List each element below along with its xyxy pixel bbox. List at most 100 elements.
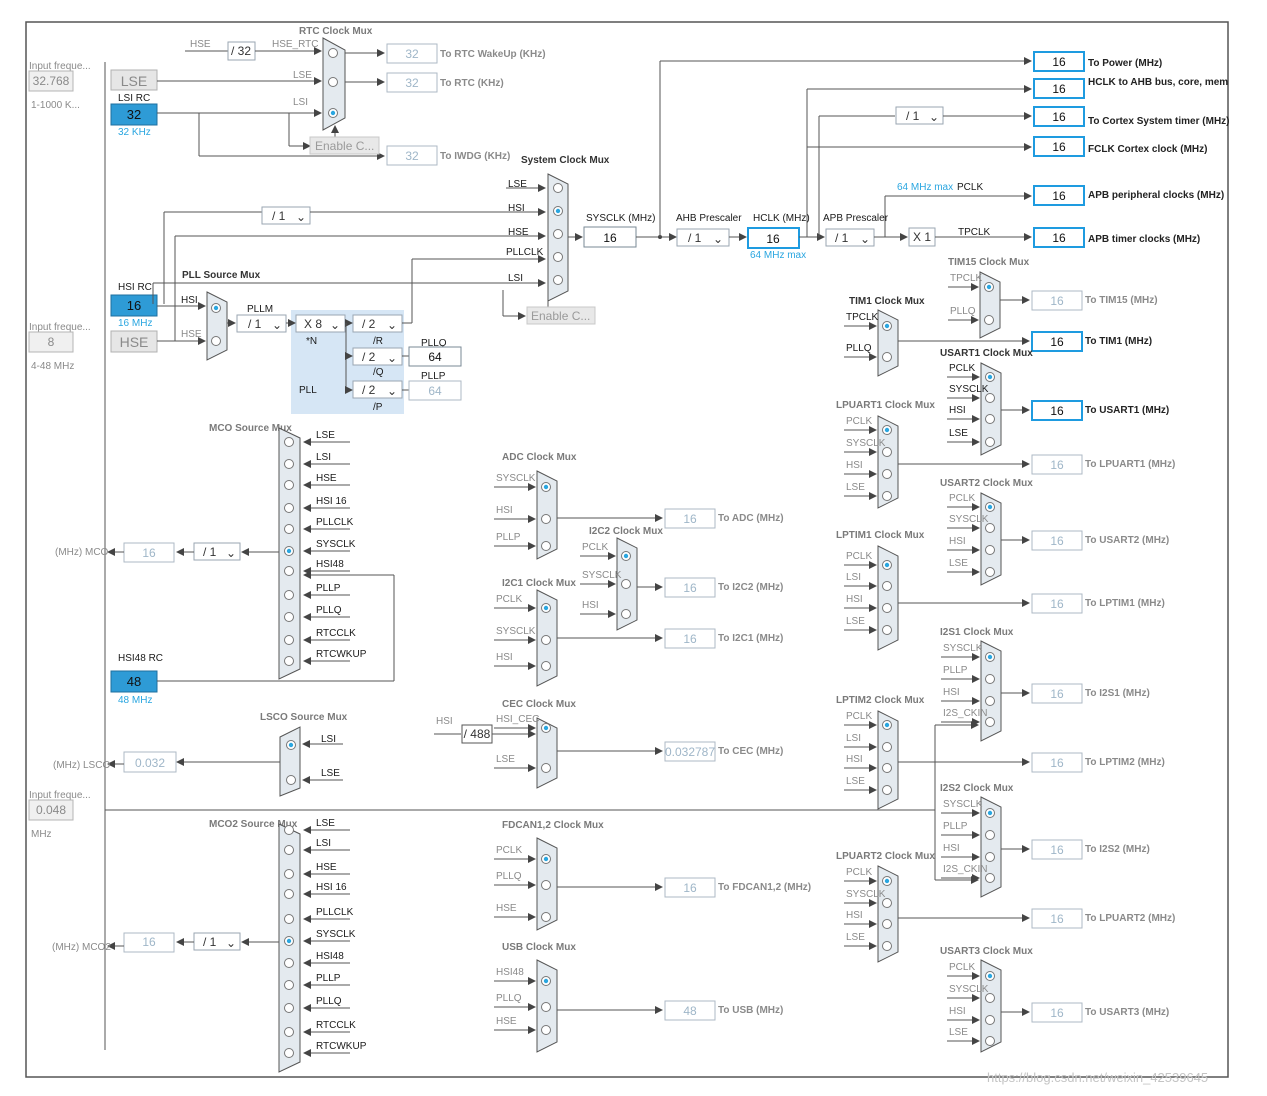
rtc-wakeup-value-box[interactable] xyxy=(386,43,438,64)
lsi-rc-source[interactable]: LSI RC 32 32 KHz xyxy=(110,93,158,138)
fdcan-value-box[interactable] xyxy=(664,877,716,898)
tim15-radio-1[interactable] xyxy=(984,315,994,325)
mco2-radio-6[interactable] xyxy=(284,958,294,968)
mco2-radio-10[interactable] xyxy=(284,1048,294,1058)
usart3-radio-3[interactable] xyxy=(985,1036,995,1046)
usart1-value-box[interactable] xyxy=(1031,400,1083,421)
i2s1-radio-1[interactable] xyxy=(985,674,995,684)
iwdg-value-box[interactable] xyxy=(386,145,438,166)
lsi-rc-box[interactable] xyxy=(110,103,158,126)
sysmux-radio-pllclk[interactable] xyxy=(553,252,563,262)
mco2-radio-8[interactable] xyxy=(284,1003,294,1013)
lsco-value-box[interactable] xyxy=(123,751,177,773)
rtc-enable-button[interactable] xyxy=(309,136,380,155)
lptim1-radio-2[interactable] xyxy=(882,603,892,613)
cec-value-box[interactable] xyxy=(664,741,716,762)
usart2-value-box[interactable] xyxy=(1031,530,1083,551)
sysmux-radio-lse[interactable] xyxy=(553,183,563,193)
lse-freq-input[interactable] xyxy=(28,70,74,92)
sysclk-enable-button[interactable] xyxy=(526,306,596,325)
pllp-out-box[interactable] xyxy=(408,380,462,401)
tim15-value-box[interactable] xyxy=(1031,290,1083,311)
usart2-radio-2[interactable] xyxy=(985,545,995,555)
hse-source[interactable]: HSE xyxy=(110,330,158,353)
lptim2-radio-1[interactable] xyxy=(882,742,892,752)
power-value-box[interactable] xyxy=(1033,51,1085,72)
lse-source[interactable]: LSE xyxy=(110,69,158,91)
mco2-radio-7[interactable] xyxy=(284,980,294,990)
mco-radio-4[interactable] xyxy=(284,524,294,534)
i2s2-value-box[interactable] xyxy=(1031,839,1083,860)
i2s1-value-box[interactable] xyxy=(1031,683,1083,704)
mco-radio-2[interactable] xyxy=(284,480,294,490)
mco2-radio-3[interactable] xyxy=(284,889,294,899)
aux-freq-input[interactable] xyxy=(28,799,74,821)
cec-radio-1[interactable] xyxy=(541,763,551,773)
hse-freq-input[interactable] xyxy=(28,331,74,353)
lpuart2-value-box[interactable] xyxy=(1031,908,1083,929)
lpuart1-value-box[interactable] xyxy=(1031,454,1083,475)
adc-value-box[interactable] xyxy=(664,508,716,529)
i2s1-radio-2[interactable] xyxy=(985,696,995,706)
lptim1-value-box[interactable] xyxy=(1031,593,1083,614)
mco-radio-3[interactable] xyxy=(284,503,294,513)
i2s2-radio-1[interactable] xyxy=(985,830,995,840)
fclk-value-box[interactable] xyxy=(1033,136,1085,157)
adc-radio-1[interactable] xyxy=(541,514,551,524)
i2s2-radio-3[interactable] xyxy=(985,873,995,883)
mco2-radio-1[interactable] xyxy=(284,845,294,855)
usb-value-box[interactable] xyxy=(664,1000,716,1021)
lsco-radio-lse[interactable] xyxy=(286,775,296,785)
apb-timer-value-box[interactable] xyxy=(1033,227,1085,248)
usart3-radio-1[interactable] xyxy=(985,993,995,1003)
mco2-radio-0[interactable] xyxy=(284,825,294,835)
lpuart2-radio-1[interactable] xyxy=(882,898,892,908)
sysmux-radio-hse[interactable] xyxy=(553,229,563,239)
lptim1-radio-1[interactable] xyxy=(882,581,892,591)
usart2-radio-3[interactable] xyxy=(985,567,995,577)
rtc-value-box[interactable] xyxy=(386,72,438,93)
pll-src-radio-hse[interactable] xyxy=(211,336,221,346)
lpuart1-radio-3[interactable] xyxy=(882,491,892,501)
mco2-radio-2[interactable] xyxy=(284,869,294,879)
mco-radio-9[interactable] xyxy=(284,635,294,645)
lptim2-radio-2[interactable] xyxy=(882,763,892,773)
apb-peripheral-value-box[interactable] xyxy=(1033,185,1085,206)
pllq-out-box[interactable] xyxy=(408,346,462,367)
i2c1-value-box[interactable] xyxy=(664,628,716,649)
hsi48-rc-source[interactable]: HSI48 RC 48 48 MHz xyxy=(110,653,163,706)
lpuart1-radio-2[interactable] xyxy=(882,469,892,479)
i2c2-value-box[interactable] xyxy=(664,577,716,598)
i2s2-radio-2[interactable] xyxy=(985,852,995,862)
lpuart2-radio-3[interactable] xyxy=(882,941,892,951)
mco2-radio-9[interactable] xyxy=(284,1027,294,1037)
mco2-radio-4[interactable] xyxy=(284,914,294,924)
usart1-radio-2[interactable] xyxy=(985,414,995,424)
tim1-value-box[interactable] xyxy=(1031,331,1083,352)
fdcan-radio-2[interactable] xyxy=(541,912,551,922)
i2c2-radio-2[interactable] xyxy=(621,609,631,619)
lpuart2-radio-2[interactable] xyxy=(882,919,892,929)
mco-radio-0[interactable] xyxy=(284,437,294,447)
usart3-value-box[interactable] xyxy=(1031,1002,1083,1023)
tim1-radio-1[interactable] xyxy=(882,352,892,362)
adc-radio-2[interactable] xyxy=(541,541,551,551)
cortex-timer-value-box[interactable] xyxy=(1033,106,1085,127)
usart3-radio-2[interactable] xyxy=(985,1015,995,1025)
usart1-radio-3[interactable] xyxy=(985,437,995,447)
lpuart1-radio-1[interactable] xyxy=(882,447,892,457)
usb-radio-1[interactable] xyxy=(541,1002,551,1012)
rtc-mux-radio-lse[interactable] xyxy=(328,77,338,87)
mco-radio-10[interactable] xyxy=(284,656,294,666)
usart1-radio-1[interactable] xyxy=(985,393,995,403)
i2s1-radio-3[interactable] xyxy=(985,717,995,727)
hsi-rc-source[interactable]: HSI RC 16 16 MHz xyxy=(110,282,158,329)
usb-radio-2[interactable] xyxy=(541,1025,551,1035)
hsi-sys-divider[interactable] xyxy=(261,206,311,225)
lptim2-radio-3[interactable] xyxy=(882,785,892,795)
rtc-mux-radio-hse[interactable] xyxy=(328,48,338,58)
hclk-value-box[interactable] xyxy=(747,227,800,249)
i2c2-radio-1[interactable] xyxy=(621,579,631,589)
mco-radio-7[interactable] xyxy=(284,590,294,600)
hclk-ahb-value-box[interactable] xyxy=(1033,78,1085,99)
